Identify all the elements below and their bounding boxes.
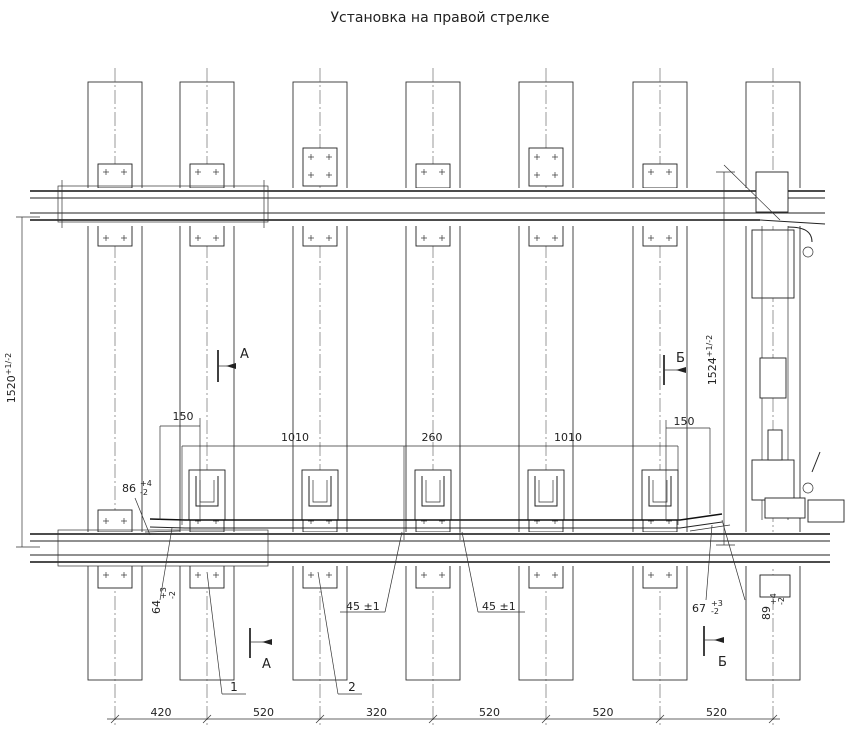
guard-rail-chair bbox=[414, 469, 452, 521]
gap-86-tol-plus: +4 bbox=[140, 479, 152, 488]
gauge-right-label: 1524+1/-2 bbox=[705, 335, 719, 385]
gap-64-tol-plus: +3 bbox=[159, 587, 168, 599]
gap-67-tol-plus: +3 bbox=[711, 599, 723, 608]
bottom-rail bbox=[30, 529, 830, 567]
drawing-title: Установка на правой стрелке bbox=[331, 10, 550, 26]
gap-64-label: 64 bbox=[150, 600, 163, 614]
gap-45-left-label: 45 ±1 bbox=[346, 600, 380, 613]
span-1010-left: 1010 bbox=[281, 431, 309, 444]
gap-45-right-label: 45 ±1 bbox=[482, 600, 516, 613]
span-260: 260 bbox=[422, 431, 443, 444]
spacing-label: 320 bbox=[366, 706, 387, 719]
section-a-top: А bbox=[240, 347, 249, 362]
gap-64-tol-minus: -2 bbox=[168, 591, 177, 599]
gap-86-tol-minus: -2 bbox=[140, 488, 148, 497]
flare-left-label: 150 bbox=[173, 410, 194, 423]
rail-plate bbox=[528, 147, 564, 187]
rail-plate bbox=[415, 561, 451, 589]
flare-right-label: 150 bbox=[674, 415, 695, 428]
gauge-left-label: 1520+1/-2 bbox=[4, 353, 18, 403]
guard-rail-chair bbox=[188, 469, 226, 521]
gap-86-label: 86 bbox=[122, 482, 136, 495]
section-marks: А А Б Б bbox=[217, 347, 727, 672]
gap-dimensions: 86 +4 -2 64 +3 -2 45 ±1 45 ±1 67 +3 -2 8… bbox=[122, 479, 786, 620]
callout-item-1: 1 bbox=[230, 680, 238, 694]
spacing-label: 520 bbox=[253, 706, 274, 719]
rail-plate bbox=[415, 163, 451, 189]
flare-dimensions: 150 150 bbox=[159, 410, 711, 520]
gap-67-label: 67 bbox=[692, 602, 706, 615]
rail-plate bbox=[642, 163, 678, 189]
gauge-dimension-left: 1520+1/-2 bbox=[4, 216, 40, 548]
spacing-label: 520 bbox=[593, 706, 614, 719]
rail-plate bbox=[97, 163, 133, 189]
span-1010-right: 1010 bbox=[554, 431, 582, 444]
rail-plate bbox=[528, 561, 564, 589]
guard-rail-chair bbox=[641, 469, 679, 521]
guard-rail-chair bbox=[301, 469, 339, 521]
top-rail bbox=[30, 180, 826, 228]
gap-89-tol-plus: +4 bbox=[769, 593, 778, 605]
section-a-bottom: А bbox=[262, 657, 271, 672]
spacing-label: 520 bbox=[706, 706, 727, 719]
span-dimensions: 1010 260 1010 bbox=[181, 431, 679, 540]
gap-89-tol-minus: -2 bbox=[777, 597, 786, 605]
callout-item-2: 2 bbox=[348, 680, 356, 694]
section-b-bottom: Б bbox=[718, 655, 727, 670]
spacing-dimensions: 420 520 320 520 520 520 bbox=[107, 706, 780, 724]
part-callouts: 1 2 bbox=[206, 571, 362, 695]
guard-rail-chair bbox=[527, 469, 565, 521]
spacing-label: 420 bbox=[151, 706, 172, 719]
switch-mechanism bbox=[751, 171, 845, 598]
rail-plate bbox=[302, 147, 338, 187]
gap-67-tol-minus: -2 bbox=[711, 607, 719, 616]
spacing-label: 520 bbox=[479, 706, 500, 719]
gauge-dimension-right: 1524+1/-2 bbox=[705, 164, 781, 546]
guard-rail bbox=[144, 513, 731, 533]
gap-89-label: 89 bbox=[760, 606, 773, 620]
rail-plate bbox=[189, 163, 225, 189]
rail-plate bbox=[97, 509, 133, 533]
section-b-top: Б bbox=[676, 351, 685, 366]
